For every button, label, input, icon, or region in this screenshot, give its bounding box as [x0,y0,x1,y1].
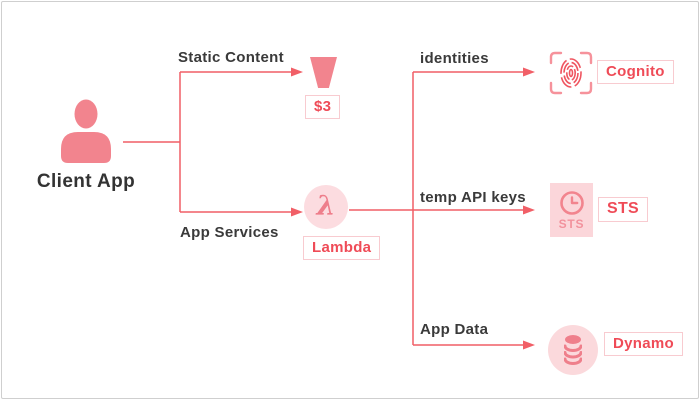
dynamo-badge: Dynamo [604,332,683,356]
app-services-label: App Services [180,224,279,241]
temp-api-keys-label: temp API keys [420,189,526,206]
sts-card: STS [550,183,593,237]
lambda-icon: λ [304,185,348,229]
fingerprint-scan-icon [549,51,593,95]
lambda-badge: Lambda [303,236,381,260]
sts-icon-caption: STS [558,216,585,231]
cognito-badge: Cognito [597,60,674,84]
s3-badge: $3 [305,95,341,119]
app-data-label: App Data [420,321,489,338]
database-icon [564,335,582,365]
client-app-label: Client App [36,171,136,192]
lambda-glyph: λ [316,190,336,222]
static-content-label: Static Content [178,49,284,66]
clock-icon [559,190,584,215]
person-icon [61,99,111,163]
sts-badge: STS [598,197,649,222]
dynamo-circle [548,325,598,375]
identities-label: identities [420,50,489,67]
